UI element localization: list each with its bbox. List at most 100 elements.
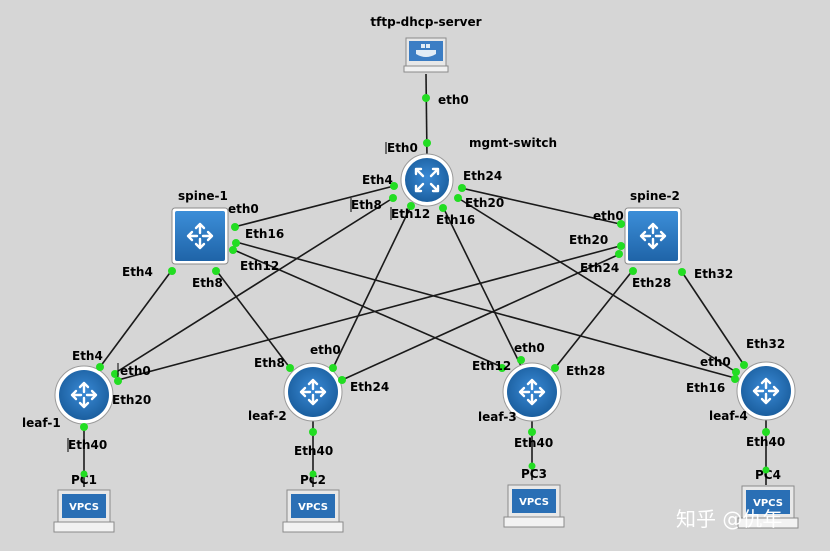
pc-1[interactable]: VPCS: [53, 489, 115, 533]
if-mgmt-eth20: Eth20: [465, 196, 504, 210]
link-spine1-leaf2: [215, 269, 291, 369]
port-dot: [111, 370, 119, 378]
port-dot: [390, 182, 398, 190]
port-dot: [389, 194, 397, 202]
spine-2-label: spine-2: [630, 189, 680, 203]
pc-1-label: PC1: [71, 473, 97, 487]
if-l1-eth0: eth0: [120, 364, 151, 378]
if-l1-eth40: Eth40: [68, 438, 107, 452]
if-s2-eth0: eth0: [593, 209, 624, 223]
tftp-dhcp-server[interactable]: [403, 37, 449, 73]
port-dot: [168, 267, 176, 275]
docker-whale-icon: [416, 50, 436, 57]
link-spine2-leaf3: [554, 269, 634, 369]
mgmt-switch-label: mgmt-switch: [469, 136, 557, 150]
if-s1-eth0: eth0: [228, 202, 259, 216]
link-spine2-leaf2: [341, 253, 621, 381]
port-dot: [439, 204, 447, 212]
leaf-2-label: leaf-2: [248, 409, 287, 423]
if-mgmt-eth12: Eth12: [391, 207, 430, 221]
leaf-1[interactable]: [54, 365, 114, 425]
port-dots: [80, 94, 770, 478]
if-l3-eth0: eth0: [514, 341, 545, 355]
if-s2-eth24: Eth24: [580, 261, 619, 275]
if-s2-eth20: Eth20: [569, 233, 608, 247]
interface-labels: eth0 Eth0 Eth4 Eth8 Eth12 Eth16 Eth20 Et…: [68, 93, 785, 458]
port-dot: [629, 267, 637, 275]
pc-2-screen: VPCS: [298, 502, 328, 513]
port-dot: [423, 139, 431, 147]
link-spine2-leaf4: [681, 271, 745, 366]
pc-1-screen: VPCS: [69, 502, 99, 513]
if-l1-eth4: Eth4: [72, 349, 103, 363]
port-dot: [517, 356, 525, 364]
pc-2-label: PC2: [300, 473, 326, 487]
port-dot: [617, 220, 625, 228]
port-dot: [617, 242, 625, 250]
port-dot: [458, 184, 466, 192]
if-l4-eth16: Eth16: [686, 381, 725, 395]
pc-3-screen: VPCS: [519, 497, 549, 508]
link-mgmt-spine2: [460, 187, 621, 225]
port-dot: [232, 239, 240, 247]
if-l4-eth0: eth0: [700, 355, 731, 369]
label-tick-marks: [67, 142, 392, 452]
pc-2[interactable]: VPCS: [282, 489, 344, 533]
link-mgmt-leaf2: [332, 205, 412, 369]
port-dot: [229, 246, 237, 254]
mgmt-switch[interactable]: [400, 153, 454, 207]
leaf-4[interactable]: [736, 361, 796, 421]
port-dot: [740, 361, 748, 369]
if-mgmt-eth4: Eth4: [362, 173, 393, 187]
port-dot: [96, 363, 104, 371]
pc-3[interactable]: VPCS: [503, 484, 565, 528]
if-l3-eth40: Eth40: [514, 436, 553, 450]
port-dot: [498, 364, 506, 372]
port-dot: [309, 428, 317, 436]
spine-1[interactable]: [171, 207, 229, 265]
spine-2[interactable]: [624, 207, 682, 265]
port-dot: [551, 364, 559, 372]
if-l2-eth0: eth0: [310, 343, 341, 357]
port-dot: [731, 375, 739, 383]
link-spine1-leaf3: [233, 249, 503, 368]
link-mgmt-leaf4: [457, 197, 737, 373]
leaf-2[interactable]: [283, 362, 343, 422]
port-dot: [338, 376, 346, 384]
pc-3-label: PC3: [521, 467, 547, 481]
links: [83, 73, 767, 487]
port-dot: [329, 364, 337, 372]
if-s2-eth32: Eth32: [694, 267, 733, 281]
port-dot: [528, 462, 536, 470]
port-dot: [615, 250, 623, 258]
port-dot: [80, 470, 88, 478]
port-dot: [286, 364, 294, 372]
leaf-3-label: leaf-3: [478, 410, 517, 424]
if-l3-eth12: Eth12: [472, 359, 511, 373]
link-mgmt-leaf3: [442, 206, 522, 367]
pc-4[interactable]: VPCS: [737, 485, 799, 529]
port-dot: [422, 94, 430, 102]
link-spine1-leaf1: [99, 269, 173, 368]
port-dot: [114, 377, 122, 385]
port-dot: [762, 428, 770, 436]
if-l1-eth20: Eth20: [112, 393, 151, 407]
pc-4-screen: VPCS: [753, 498, 783, 509]
watermark: 知乎 @仇年: [676, 507, 782, 531]
port-dot: [309, 470, 317, 478]
link-spine1-leaf4: [235, 241, 736, 379]
port-dot: [678, 268, 686, 276]
link-spine2-leaf1: [117, 245, 621, 381]
if-mgmt-eth16: Eth16: [436, 213, 475, 227]
if-l3-eth28: Eth28: [566, 364, 605, 378]
spine-1-label: spine-1: [178, 189, 228, 203]
pc-4-label: PC4: [755, 468, 781, 482]
if-s1-eth8: Eth8: [192, 276, 223, 290]
port-dot: [80, 423, 88, 431]
port-dot: [762, 466, 770, 474]
if-s2-eth28: Eth28: [632, 276, 671, 290]
if-l2-eth8: Eth8: [254, 356, 285, 370]
leaf-3[interactable]: [502, 362, 562, 422]
port-dot: [231, 223, 239, 231]
if-s1-eth4: Eth4: [122, 265, 153, 279]
